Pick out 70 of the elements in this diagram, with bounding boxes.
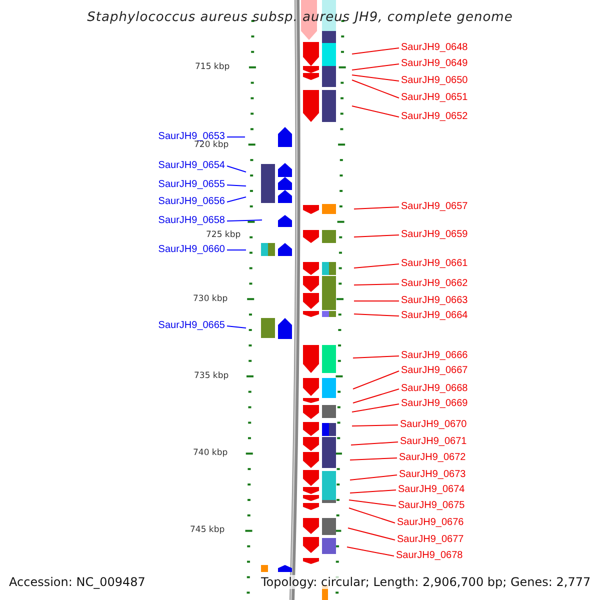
scale-label: 730 kbp: [193, 294, 228, 304]
leader-line: [354, 234, 400, 238]
leader-line: [350, 458, 398, 460]
gene-label: SaurJH9_0658: [158, 215, 225, 227]
gene-label: SaurJH9_0659: [401, 229, 468, 241]
leader-line: [226, 220, 262, 222]
leader-line: [226, 326, 246, 328]
scale-label: 735 kbp: [194, 371, 229, 381]
gene-label: SaurJH9_0668: [401, 383, 468, 395]
leader-line: [346, 546, 394, 556]
gene-label: SaurJH9_0649: [401, 58, 468, 70]
scale-label: 715 kbp: [195, 62, 230, 72]
leader-line: [354, 284, 400, 286]
gene-label: SaurJH9_0675: [398, 500, 465, 512]
leader-line: [352, 404, 400, 412]
gene-label: SaurJH9_0674: [398, 484, 465, 496]
leader-line: [352, 356, 400, 358]
gene-label: SaurJH9_0655: [158, 179, 225, 191]
scale-label: 745 kbp: [190, 525, 225, 535]
leader-line: [352, 64, 400, 70]
leader-line: [348, 528, 396, 540]
gene-label: SaurJH9_0650: [401, 75, 468, 87]
leader-line: [226, 166, 246, 172]
gene-label: SaurJH9_0656: [158, 196, 225, 208]
gene-label: SaurJH9_0666: [401, 350, 468, 362]
leader-line: [348, 500, 396, 506]
gene-label: SaurJH9_0664: [401, 310, 468, 322]
gene-label: SaurJH9_0660: [158, 244, 225, 256]
leader-line: [352, 80, 400, 98]
leader-line: [352, 74, 400, 82]
gene-label: SaurJH9_0667: [401, 365, 468, 377]
scale-label: 720 kbp: [194, 140, 229, 150]
leader-line: [226, 196, 246, 202]
leader-line: [354, 264, 400, 268]
leader-line: [348, 508, 396, 524]
gene-label: SaurJH9_0663: [401, 295, 468, 307]
gene-label: SaurJH9_0670: [400, 419, 467, 431]
gene-label: SaurJH9_0677: [397, 534, 464, 546]
scale-label: 725 kbp: [206, 230, 241, 240]
gene-label: SaurJH9_0669: [401, 398, 468, 410]
title: Staphylococcus aureus subsp. aureus JH9, complete genome: [86, 10, 514, 25]
leader-line: [354, 300, 400, 302]
gene-label: SaurJH9_0648: [401, 42, 468, 54]
leader-line: [226, 184, 246, 186]
gene-label: SaurJH9_0676: [397, 517, 464, 529]
gene-label: SaurJH9_0672: [399, 452, 466, 464]
leader-line: [352, 370, 400, 390]
gene-label: SaurJH9_0654: [158, 160, 225, 172]
gene-label: SaurJH9_0662: [401, 278, 468, 290]
gene-label: SaurJH9_0657: [401, 201, 468, 213]
genome-summary: Topology: circular; Length: 2,906,700 bp; Genes: 2,777: [261, 575, 591, 589]
leader-line: [354, 206, 400, 210]
leader-line: [350, 474, 398, 480]
leader-line: [352, 424, 398, 426]
leader-line: [352, 106, 400, 118]
gene-label: SaurJH9_0652: [401, 111, 468, 123]
leader-line: [352, 48, 400, 54]
leader-line: [354, 314, 400, 316]
leader-line: [352, 388, 400, 404]
gene-label: SaurJH9_0673: [399, 469, 466, 481]
leader-line: [350, 442, 398, 446]
gene-label: SaurJH9_0678: [396, 550, 463, 562]
scale-label: 740 kbp: [193, 448, 228, 458]
leader-line: [350, 490, 396, 494]
gene-label: SaurJH9_0671: [400, 436, 467, 448]
gene-label: SaurJH9_0661: [401, 258, 468, 270]
gene-label: SaurJH9_0651: [401, 92, 468, 104]
accession-note: Accession: NC_009487: [9, 575, 146, 589]
gene-label: SaurJH9_0665: [158, 320, 225, 332]
leader-line: [226, 136, 246, 138]
